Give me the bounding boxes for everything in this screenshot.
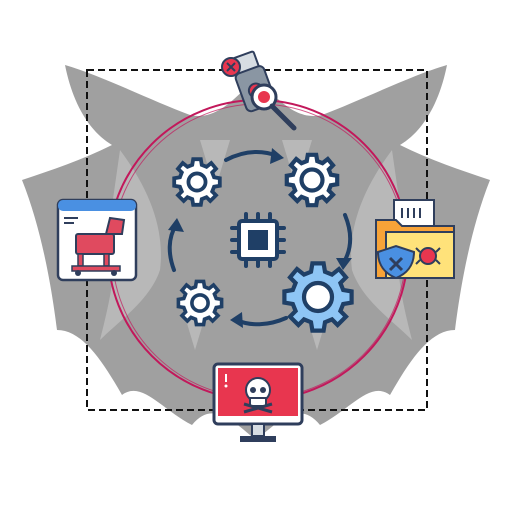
- cycle-arrow-bottom: [230, 312, 288, 328]
- trojan-horse-window-icon: [56, 198, 138, 282]
- skull-monitor-icon: [212, 362, 304, 442]
- processor-chip-icon: [230, 212, 286, 268]
- gear-bottom-right-icon: [284, 263, 351, 330]
- gear-top-right-icon: [287, 155, 337, 205]
- process-cycle: [167, 148, 353, 331]
- cycle-arrow-top: [224, 148, 284, 164]
- virus-badge-icon: [221, 57, 241, 77]
- skull-icon: [243, 377, 273, 414]
- gear-top-left-icon: [172, 157, 222, 207]
- cycle-arrow-right: [336, 213, 353, 270]
- gear-bottom-left-icon: [176, 279, 224, 327]
- infected-folder-shield-icon: [375, 199, 455, 280]
- cycle-arrow-left: [167, 218, 184, 272]
- magnifier-icon: [250, 83, 297, 131]
